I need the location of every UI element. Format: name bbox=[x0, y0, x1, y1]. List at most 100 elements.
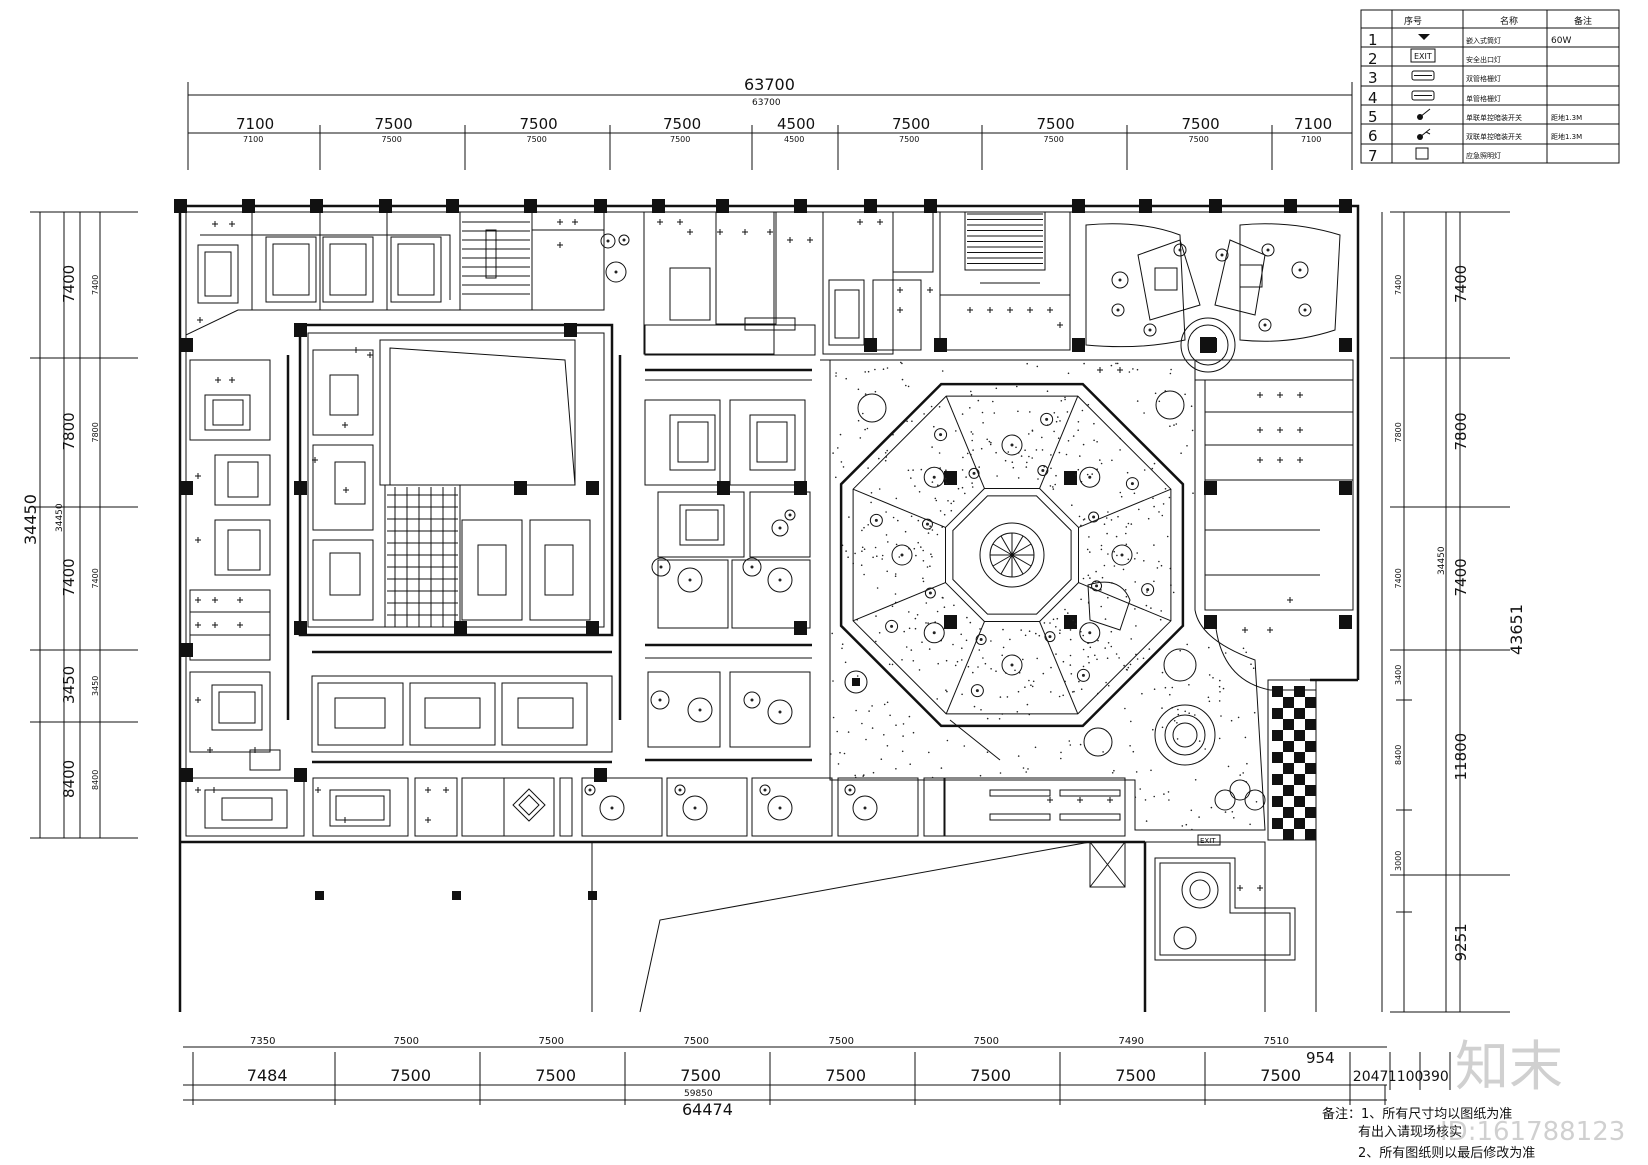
swirl-ornament-icon bbox=[1214, 789, 1236, 811]
legend-name-7: 应急照明灯 bbox=[1466, 151, 1501, 160]
right-segment-dim-small: 7400 bbox=[1394, 568, 1403, 588]
bottom-row-left bbox=[185, 675, 613, 837]
building-outline bbox=[178, 204, 1360, 1013]
swirl-ornament-icon bbox=[1155, 390, 1185, 420]
bottom-segment-dim-small: 7500 bbox=[974, 1036, 999, 1047]
bottom-segment-dim-small: 7500 bbox=[829, 1036, 854, 1047]
left-segment-dim-small: 3450 bbox=[91, 676, 100, 696]
right-segment-dim: 7400 bbox=[1452, 558, 1470, 596]
single-switch-icon bbox=[1417, 108, 1431, 120]
top-segment-dim: 7500 bbox=[663, 115, 701, 133]
legend-name-5: 单联单控暗装开关 bbox=[1466, 113, 1522, 122]
bottom-segment-dim: 7500 bbox=[1260, 1066, 1301, 1085]
bottom-segment-dim: 7500 bbox=[680, 1066, 721, 1085]
left-strip-rooms bbox=[189, 359, 281, 771]
note-line-3: 2、所有图纸则以最后修改为准 bbox=[1358, 1146, 1535, 1161]
top-segment-dim: 7500 bbox=[520, 115, 558, 133]
double-switch-icon bbox=[1417, 128, 1431, 140]
legend-header-name: 名称 bbox=[1500, 15, 1518, 27]
right-total-dim-small: 34450 bbox=[1437, 546, 1447, 575]
swirl-ornament-icon bbox=[1083, 727, 1113, 757]
right-side-rooms bbox=[1204, 379, 1354, 841]
exit-sign-icon bbox=[1197, 834, 1221, 846]
legend-name-6: 双联单控暗装开关 bbox=[1466, 132, 1522, 141]
round-ceiling-light bbox=[1181, 871, 1219, 909]
double-tube-grille-icon bbox=[1411, 70, 1435, 81]
bottom-segment-dim-small: 7350 bbox=[250, 1036, 275, 1047]
left-segment-dim-small: 8400 bbox=[91, 770, 100, 790]
legend-note-5: 距地1.3M bbox=[1551, 113, 1582, 122]
bottom-segment-dim: 7484 bbox=[247, 1066, 288, 1085]
bottom-segment-dim-small: 7500 bbox=[394, 1036, 419, 1047]
left-segment-dim: 7400 bbox=[60, 265, 78, 303]
top-segment-dim-small: 7500 bbox=[1044, 135, 1064, 144]
legend-exit-label: EXIT bbox=[1414, 52, 1432, 61]
top-segment-dim-small: 7500 bbox=[382, 135, 402, 144]
bottom-dimension-chain: 7350 7500 7500 7500 7500 7500 7490 7510 7484 7500… bbox=[183, 1036, 1451, 1119]
top-segment-dim: 4500 bbox=[777, 115, 815, 133]
legend-name-1: 嵌入式筒灯 bbox=[1466, 36, 1501, 45]
legend-header-num: 序号 bbox=[1404, 15, 1422, 27]
exit-sign-symbol-icon bbox=[1410, 48, 1436, 63]
note-line-2: 有出入请现场核实 bbox=[1358, 1125, 1462, 1140]
legend-num-5: 5 bbox=[1368, 108, 1378, 126]
top-right-feature-rooms bbox=[1085, 223, 1354, 381]
left-segment-dim: 7800 bbox=[60, 412, 78, 450]
emergency-light-icon bbox=[1415, 147, 1429, 160]
top-segment-dim: 7500 bbox=[1037, 115, 1075, 133]
bottom-segment-dim: 7500 bbox=[390, 1066, 431, 1085]
swirl-ornament-icon bbox=[857, 393, 887, 423]
downlight-crosses bbox=[195, 219, 1303, 891]
irregular-ceiling-shape bbox=[1087, 581, 1131, 631]
right-segment-dim: 7800 bbox=[1452, 412, 1470, 450]
right-total-dim: 43651 bbox=[1507, 604, 1526, 655]
downlight-symbol-icon bbox=[1418, 34, 1430, 40]
legend-name-3: 双管格栅灯 bbox=[1466, 74, 1501, 83]
legend-num-3: 3 bbox=[1368, 69, 1378, 87]
right-segment-dim: 11800 bbox=[1452, 733, 1470, 781]
legend-num-2: 2 bbox=[1368, 50, 1378, 68]
top-segment-dim-small: 7500 bbox=[899, 135, 919, 144]
watermark-brand: 知末 bbox=[1455, 1035, 1563, 1098]
legend-num-4: 4 bbox=[1368, 89, 1378, 107]
bottom-segment-dim-small: 7500 bbox=[539, 1036, 564, 1047]
right-segment-dim-small: 3000 bbox=[1394, 851, 1403, 871]
middle-rooms bbox=[581, 211, 1126, 837]
legend-num-7: 7 bbox=[1368, 147, 1378, 165]
bottom-segment-dim-small: 7490 bbox=[1119, 1036, 1144, 1047]
left-total-dim-small: 34450 bbox=[55, 503, 65, 532]
legend-name-4: 单管格栅灯 bbox=[1466, 94, 1501, 103]
bottom-segment-dim-small: 7510 bbox=[1264, 1036, 1289, 1047]
top-segment-dim-small: 7500 bbox=[670, 135, 690, 144]
bottom-segment-dim-small: 7500 bbox=[684, 1036, 709, 1047]
legend-table: 序号 名称 备注 1 2 3 4 5 6 7 EXIT 嵌入式筒灯 安全出口灯 … bbox=[1360, 9, 1620, 165]
lower-right-rooms: EXIT bbox=[1089, 834, 1296, 961]
ceiling-light-fixtures bbox=[584, 233, 1312, 821]
legend-note-6: 距地1.3M bbox=[1551, 132, 1582, 141]
exit-sign-label: EXIT bbox=[1200, 837, 1216, 845]
legend-note-1: 60W bbox=[1551, 36, 1571, 46]
top-segment-dim: 7500 bbox=[375, 115, 413, 133]
legend-num-6: 6 bbox=[1368, 127, 1378, 145]
left-segment-dim: 8400 bbox=[60, 760, 78, 798]
top-total-dim: 63700 bbox=[744, 75, 795, 94]
top-segment-dim: 7500 bbox=[892, 115, 930, 133]
top-dimension-chain: 63700 63700 7100710075007500750075007500… bbox=[187, 75, 1353, 170]
note-line-1: 备注：1、所有尺寸均以图纸为准 bbox=[1322, 1106, 1512, 1122]
top-segment-dim: 7100 bbox=[1294, 115, 1332, 133]
top-right-stairs bbox=[939, 211, 1071, 351]
swirl-ornament-icon bbox=[1163, 648, 1197, 682]
left-segment-dim: 3450 bbox=[60, 666, 78, 704]
top-segment-dim-small: 7500 bbox=[527, 135, 547, 144]
left-segment-dim-small: 7800 bbox=[91, 422, 100, 442]
right-segment-dim-small: 7400 bbox=[1394, 275, 1403, 295]
left-segment-dim: 7400 bbox=[60, 558, 78, 596]
right-segment-dim-small: 7800 bbox=[1394, 422, 1403, 442]
bottom-segment-dim: 7500 bbox=[535, 1066, 576, 1085]
left-segment-dim-small: 7400 bbox=[91, 275, 100, 295]
single-tube-grille-icon bbox=[1411, 90, 1435, 101]
legend-name-2: 安全出口灯 bbox=[1466, 55, 1501, 64]
structural-columns bbox=[174, 199, 1352, 782]
